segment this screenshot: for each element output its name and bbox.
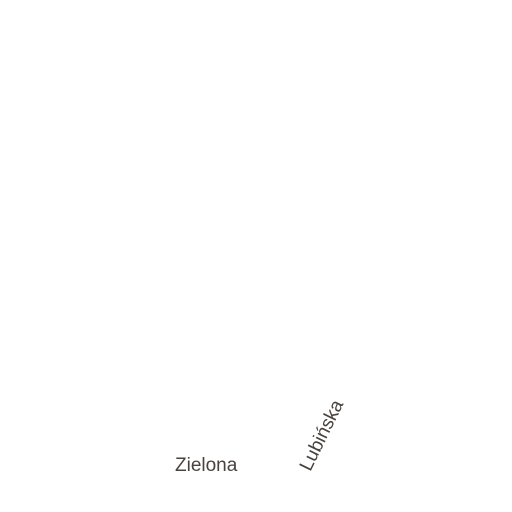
street-label-lubinska: Lubińska	[295, 396, 349, 475]
street-label-zielona: Zielona	[175, 455, 238, 476]
